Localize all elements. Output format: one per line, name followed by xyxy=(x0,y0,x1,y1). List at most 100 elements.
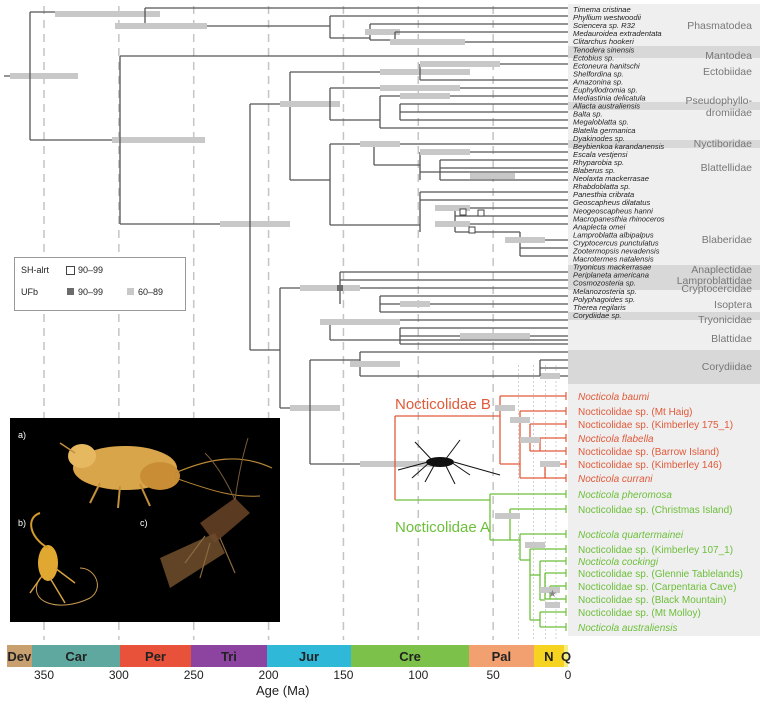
tip-label: Escala vestjensi xyxy=(573,150,628,159)
nocticola-a-tip: Nocticola australiensis xyxy=(578,623,678,634)
age-ci-bar xyxy=(115,23,207,29)
period-cre: Cre xyxy=(350,645,470,667)
nocticola-b-tip: Nocticolidae sp. (Kimberley 175_1) xyxy=(578,420,733,431)
support-node-box xyxy=(468,226,476,234)
nocticola-silhouette xyxy=(426,457,454,467)
tip-label: Amazonina sp. xyxy=(572,77,623,86)
tip-label: Therea regilaris xyxy=(573,303,626,312)
legend-shalrt-range: 90–99 xyxy=(78,265,104,275)
age-ci-bar xyxy=(280,101,340,107)
age-ci-bar xyxy=(435,221,470,227)
tip-label: Blatella germanica xyxy=(573,126,635,135)
age-ci-bar xyxy=(540,373,560,379)
nocticola-a-tip: Nocticolidae sp. (Black Mountain) xyxy=(578,595,726,606)
family-band xyxy=(568,350,760,384)
tip-label: Timema cristinae xyxy=(573,5,631,14)
nocticola-a-tip: Nocticolidae sp. (Carpentaria Cave) xyxy=(578,582,736,593)
age-tick-label: 200 xyxy=(258,668,279,682)
family-label: Tryonicidae xyxy=(698,314,752,326)
tip-label: Phyllium westwoodii xyxy=(573,13,641,22)
tip-label: Balta sp. xyxy=(573,110,603,119)
family-label: Pseudophyllo- xyxy=(685,95,752,107)
age-axis-title: Age (Ma) xyxy=(256,683,310,698)
legend-ufb-light-swatch xyxy=(127,288,134,295)
age-ci-bar xyxy=(300,285,360,291)
tip-label: Tryonicus mackerrasae xyxy=(573,263,651,272)
tip-label: Ectobius sp. xyxy=(573,53,614,62)
age-ci-bar xyxy=(360,141,400,147)
tip-label: Megaloblatta sp. xyxy=(573,118,629,127)
age-ci-bar xyxy=(380,85,460,91)
family-label: Blaberidae xyxy=(702,234,752,246)
age-tick-label: 100 xyxy=(408,668,429,682)
age-ci-bar xyxy=(420,61,500,67)
silhouette-leg xyxy=(453,461,501,476)
tip-label: Periplaneta americana xyxy=(573,271,649,280)
period-per: Per xyxy=(120,645,191,667)
age-ci-bar xyxy=(435,205,470,211)
nocticola-b-tip: Nocticola currani xyxy=(578,474,653,485)
photo-label-b: b) xyxy=(18,518,27,528)
age-ci-bar xyxy=(400,93,450,99)
support-legend: SH-alrt 90–99 UFb 90–99 60–89 xyxy=(14,257,186,311)
family-label: Nyctiboridae xyxy=(694,138,753,150)
legend-ufb-dark-range: 90–99 xyxy=(78,287,104,297)
period-car: Car xyxy=(32,645,121,667)
tip-label: Mediastinia delicatula xyxy=(573,94,646,103)
nocticola-b-tip: Nocticolidae sp. (Kimberley 146) xyxy=(578,460,722,471)
age-ci-bar xyxy=(220,221,290,227)
age-ci-bar xyxy=(360,461,440,467)
silhouette-leg xyxy=(411,461,431,479)
specimen-c-image xyxy=(160,437,250,588)
age-ci-bar xyxy=(495,405,515,411)
clade-label-b: Nocticolidae B xyxy=(395,396,491,413)
support-node-box xyxy=(459,208,467,216)
tip-label: Dyakinodes sp. xyxy=(573,134,625,143)
age-ci-bar xyxy=(460,333,530,339)
nocticola-a-tip: Nocticola cockingi xyxy=(578,557,659,568)
nocticola-b-tip: Nocticolidae sp. (Barrow Island) xyxy=(578,447,719,458)
support-node-dark xyxy=(337,285,343,291)
legend-ufb-light-range: 60–89 xyxy=(138,287,164,297)
tip-label: Shelfordina sp. xyxy=(573,69,624,78)
period-q: Q xyxy=(561,645,571,667)
tip-label: Lamproblatta albipalpus xyxy=(573,230,654,239)
period-pal: Pal xyxy=(469,645,534,667)
age-ci-bar xyxy=(505,237,545,243)
age-ci-bar xyxy=(112,137,205,143)
legend-shalrt-label: SH-alrt xyxy=(21,265,50,275)
nocticola-a-tip: Nocticolidae sp. (Christmas Island) xyxy=(578,505,733,516)
tip-label: Corydiidae sp. xyxy=(573,311,622,320)
family-label: Mantodea xyxy=(705,50,752,62)
tip-label: Blaberus sp. xyxy=(573,166,615,175)
family-label: Anaplectidae xyxy=(691,264,752,276)
age-ci-bar xyxy=(420,149,470,155)
family-band xyxy=(568,312,760,320)
family-label: Ectobiidae xyxy=(703,66,752,78)
family-label: Blattellidae xyxy=(701,162,753,174)
tip-label: Medauroidea extradentata xyxy=(573,29,662,38)
specimen-b-image xyxy=(29,512,98,606)
age-ci-bar xyxy=(55,11,160,17)
nocticola-a-tip: Nocticolidae sp. (Kimberley 107_1) xyxy=(578,545,733,556)
tip-label: Neolaxta mackerrasae xyxy=(573,174,649,183)
tip-label: Neogeoscapheus hanni xyxy=(573,206,653,215)
tip-label: Rhabdoblatta sp. xyxy=(573,182,630,191)
tip-label: Polyphagoides sp. xyxy=(573,295,635,304)
legend-ufb-label: UFb xyxy=(21,287,39,297)
family-label: Phasmatodea xyxy=(687,20,752,32)
age-ci-bar xyxy=(510,417,530,423)
nocticola-a-tip: Nocticolidae sp. (Glennie Tablelands) xyxy=(578,569,743,580)
age-ci-bar xyxy=(495,513,520,519)
photo-label-c: c) xyxy=(140,518,148,528)
age-tick-label: 350 xyxy=(33,668,55,682)
age-ci-bar xyxy=(540,587,560,593)
specimen-photo-panel: a) b) c) xyxy=(10,418,280,622)
age-ci-bar xyxy=(520,437,540,443)
age-tick-label: 0 xyxy=(564,668,572,682)
silhouette-leg xyxy=(424,461,437,483)
age-ci-bar xyxy=(390,39,465,45)
tip-label: Euphyllodromia sp. xyxy=(573,86,638,95)
silhouette-leg xyxy=(447,459,471,476)
